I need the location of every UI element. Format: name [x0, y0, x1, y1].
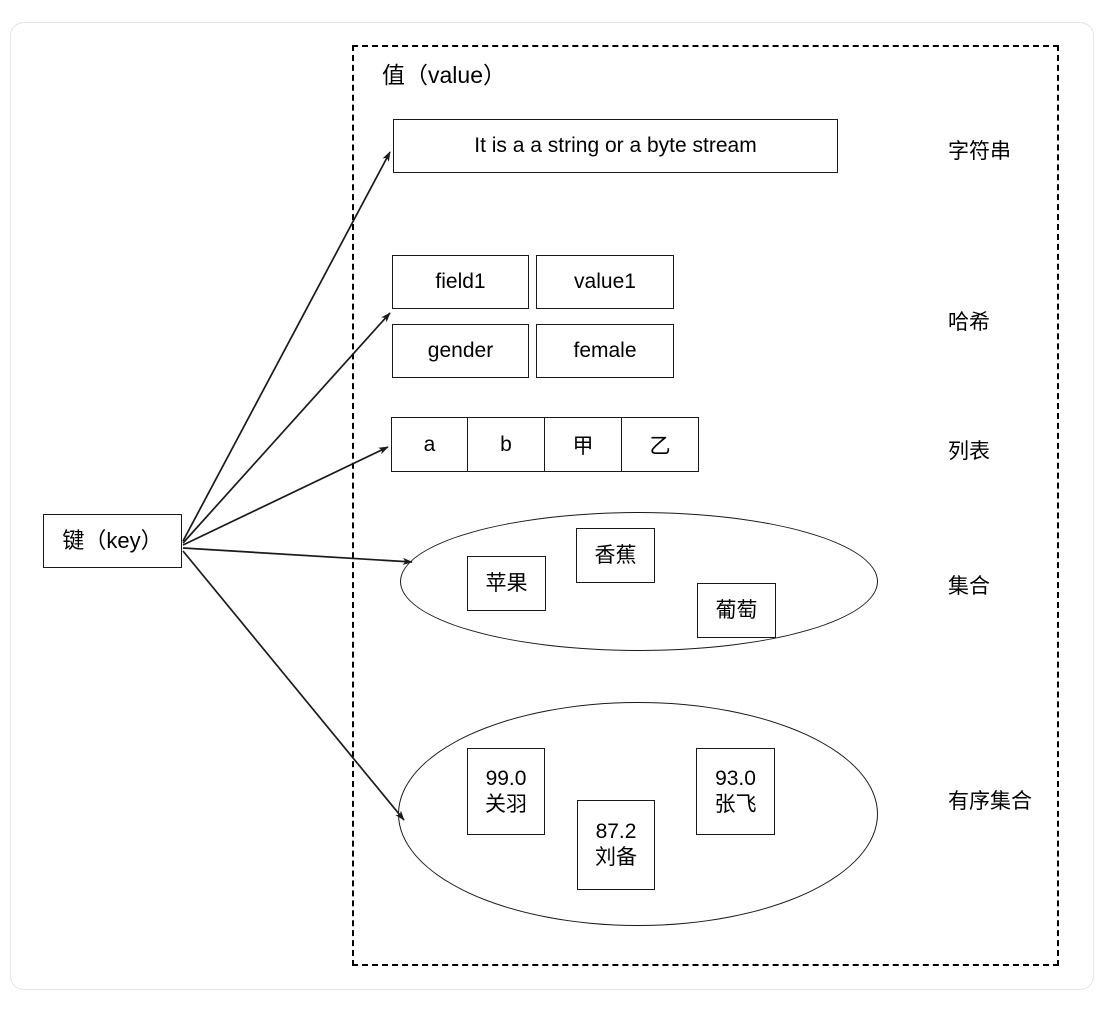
type-label-zset: 有序集合: [948, 790, 1032, 813]
zset-score-3: 93.0: [715, 766, 756, 790]
zset-member-box-1[interactable]: 99.0 关羽: [467, 748, 545, 835]
set-member-text-2: 香蕉: [594, 543, 637, 567]
list-cell-2[interactable]: b: [468, 417, 545, 472]
zset-member-box-3[interactable]: 93.0 张飞: [696, 748, 775, 835]
hash-value-text-2: female: [573, 339, 637, 363]
zset-score-2: 87.2: [595, 820, 637, 844]
hash-field-text-1: field1: [435, 270, 486, 294]
list-cell-text-1: a: [423, 432, 436, 456]
set-member-box-2[interactable]: 香蕉: [576, 528, 655, 583]
zset-member-1: 关羽: [485, 792, 527, 816]
type-label-string: 字符串: [948, 140, 1011, 163]
hash-field-box-2[interactable]: gender: [392, 324, 529, 378]
zset-member-box-2[interactable]: 87.2 刘备: [577, 800, 655, 890]
set-member-box-1[interactable]: 苹果: [467, 556, 546, 611]
hash-value-box-1[interactable]: value1: [536, 255, 674, 309]
type-label-list: 列表: [948, 440, 990, 463]
string-value-box[interactable]: It is a a string or a byte stream: [393, 119, 838, 173]
list-cell-text-3: 甲: [572, 434, 594, 458]
list-cell-text-2: b: [500, 432, 512, 456]
key-node[interactable]: 键（key）: [43, 514, 182, 568]
list-cell-text-4: 乙: [649, 434, 671, 458]
string-value-text: It is a a string or a byte stream: [474, 134, 757, 158]
hash-field-text-2: gender: [427, 339, 494, 363]
key-node-label: 键（key）: [62, 527, 163, 553]
list-cell-1[interactable]: a: [391, 417, 468, 472]
list-cell-3[interactable]: 甲: [545, 417, 622, 472]
set-member-text-1: 苹果: [485, 571, 528, 595]
set-member-text-3: 葡萄: [715, 598, 758, 622]
value-region-title: 值（value）: [382, 62, 506, 88]
zset-member-3: 张飞: [714, 792, 757, 816]
hash-value-box-2[interactable]: female: [536, 324, 674, 378]
list-cell-4[interactable]: 乙: [622, 417, 699, 472]
zset-score-1: 99.0: [485, 766, 527, 790]
hash-value-text-1: value1: [574, 270, 636, 294]
set-member-box-3[interactable]: 葡萄: [697, 583, 776, 638]
zset-member-2: 刘备: [595, 846, 637, 869]
hash-field-box-1[interactable]: field1: [392, 255, 529, 309]
type-label-hash: 哈希: [948, 311, 990, 334]
type-label-set: 集合: [948, 575, 990, 598]
